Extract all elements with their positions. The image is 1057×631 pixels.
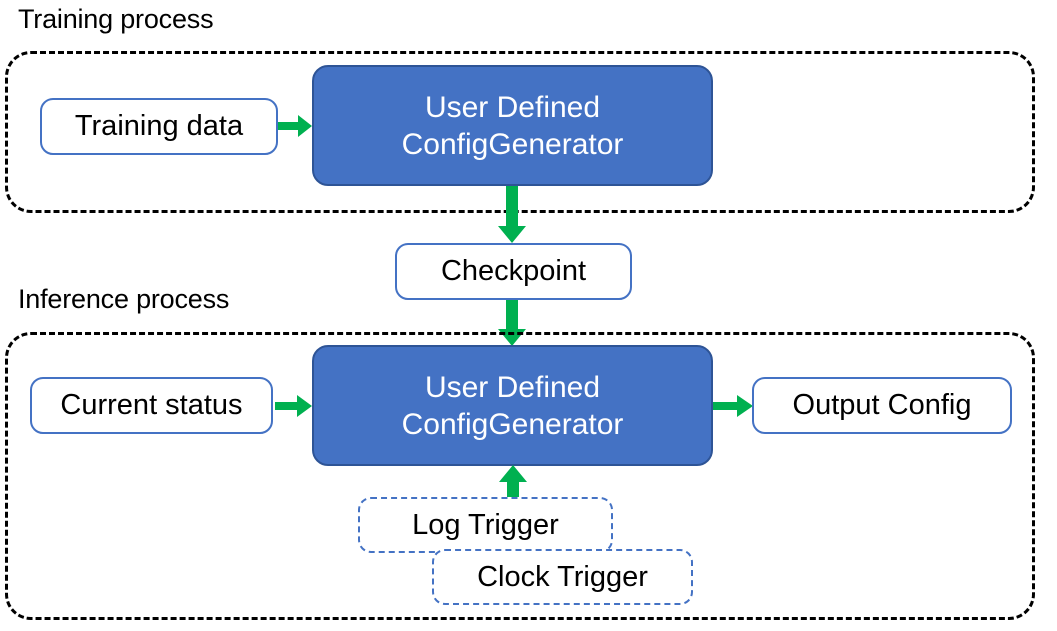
arrow-generator-to-output-config (713, 391, 755, 421)
inference-process-label: Inference process (18, 284, 230, 314)
arrow-log-trigger-to-generator (498, 465, 530, 505)
inference-config-generator-label: User Defined ConfigGenerator (401, 370, 624, 441)
arrow-training-generator-to-checkpoint (497, 186, 529, 246)
training-config-generator-label: User Defined ConfigGenerator (401, 90, 624, 161)
inference-process-container (5, 332, 1035, 620)
current-status-box[interactable]: Current status (30, 377, 273, 434)
training-data-box[interactable]: Training data (40, 98, 278, 155)
inference-config-generator-box[interactable]: User Defined ConfigGenerator (312, 345, 713, 466)
clock-trigger-label: Clock Trigger (477, 560, 648, 593)
arrow-training-data-to-generator (278, 111, 314, 141)
output-config-label: Output Config (792, 389, 972, 421)
current-status-label: Current status (60, 389, 243, 421)
log-trigger-box[interactable]: Log Trigger (358, 497, 613, 553)
clock-trigger-box[interactable]: Clock Trigger (432, 549, 693, 605)
arrow-current-status-to-generator (275, 391, 314, 421)
output-config-box[interactable]: Output Config (752, 377, 1012, 434)
checkpoint-box[interactable]: Checkpoint (395, 243, 632, 300)
log-trigger-label: Log Trigger (412, 508, 559, 541)
training-process-label: Training process (18, 4, 214, 34)
training-process-container (5, 51, 1035, 213)
training-config-generator-box[interactable]: User Defined ConfigGenerator (312, 65, 713, 186)
training-data-label: Training data (74, 110, 244, 142)
checkpoint-label: Checkpoint (440, 255, 587, 287)
